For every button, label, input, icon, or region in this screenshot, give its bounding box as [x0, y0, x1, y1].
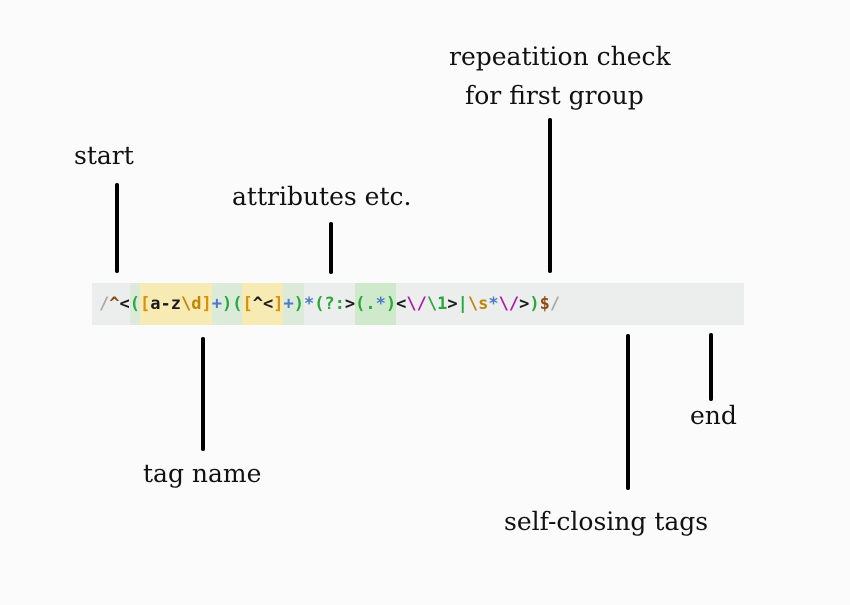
regex-token: $ [539, 294, 550, 314]
regex-token: a-z [150, 283, 181, 325]
regex-token: > [519, 294, 530, 314]
regex-token: < [119, 294, 130, 314]
regex-token: * [303, 294, 315, 314]
regex-token: ( [232, 283, 243, 325]
label-repetition-line2: for first group [465, 81, 644, 110]
regex-token: ) [221, 283, 233, 325]
regex-token: \d [180, 283, 202, 325]
label-tag-name: tag name [143, 459, 262, 488]
regex-expression: /^<([a-z\d]+)([^<]+)*(?:>(.*)<\/\1>|\s*\… [99, 283, 560, 325]
regex-token: \1 [426, 294, 448, 314]
regex-token: > [344, 294, 356, 314]
pointer-line-repetition [548, 118, 552, 273]
label-start: start [74, 141, 134, 170]
pointer-line-start [115, 183, 119, 273]
regex-token: ] [273, 283, 284, 325]
regex-token: ) [293, 283, 304, 325]
regex-token: / [549, 294, 561, 314]
regex-token: | [457, 294, 468, 314]
label-repetition-line1: repeatition check [449, 42, 671, 71]
regex-token: > [447, 294, 458, 314]
pointer-line-tag-name [201, 337, 205, 451]
regex-token: \/ [406, 294, 427, 314]
regex-token: \/ [498, 294, 520, 314]
regex-token: ) [529, 294, 540, 314]
regex-token: (?: [314, 294, 345, 314]
regex-token: ) [385, 283, 397, 325]
pointer-line-attributes [329, 222, 333, 274]
label-end: end [690, 401, 737, 430]
regex-token: ^< [252, 283, 274, 325]
regex-token: * [488, 294, 499, 314]
regex-token: ^ [109, 294, 120, 314]
label-self-closing: self-closing tags [504, 507, 709, 536]
regex-token: / [99, 294, 110, 314]
regex-token: ] [201, 283, 212, 325]
regex-token: * [375, 283, 386, 325]
regex-token: [ [140, 283, 151, 325]
regex-token: + [211, 283, 222, 325]
label-attributes: attributes etc. [232, 182, 412, 211]
regex-token: + [283, 283, 294, 325]
pointer-line-end [709, 333, 713, 401]
regex-token: < [396, 294, 407, 314]
pointer-line-self-closing [626, 334, 630, 490]
regex-token: ( [129, 283, 140, 325]
regex-token: [ [242, 283, 253, 325]
regex-token: ( [355, 283, 366, 325]
regex-token: \s [467, 294, 489, 314]
regex-token: . [365, 283, 376, 325]
